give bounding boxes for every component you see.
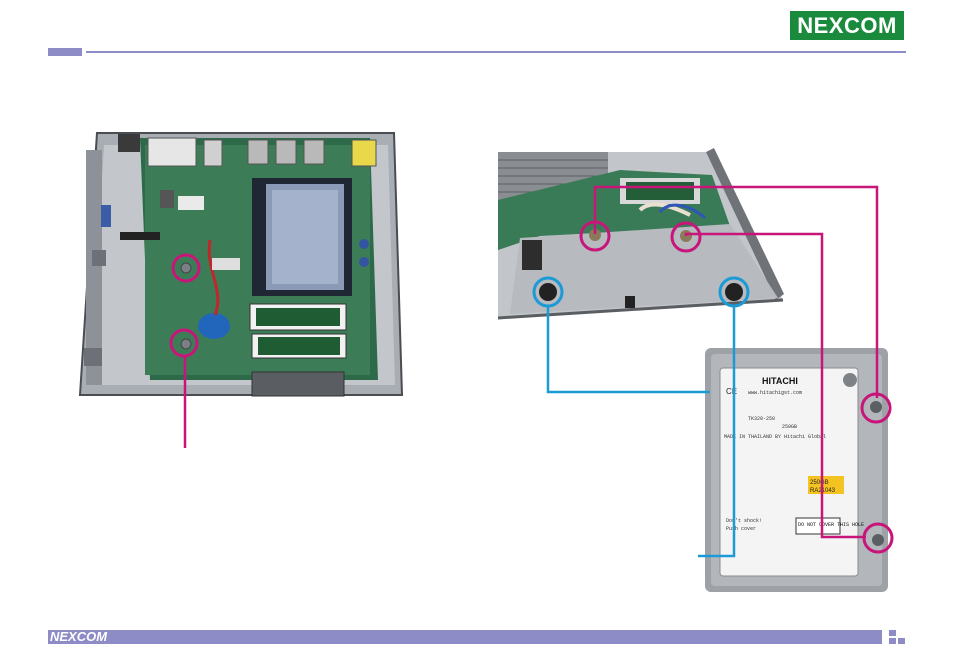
footer-bar [48, 630, 882, 644]
callout-leader-magenta-1 [593, 185, 879, 398]
callout-leader-magenta-2 [684, 232, 866, 539]
chassis-closeup-photo [497, 148, 784, 320]
hdd-hole-callout-2 [862, 522, 894, 554]
post-callout-2 [718, 276, 750, 308]
footer-squares [889, 630, 905, 644]
callout-leader-blue-2 [698, 306, 736, 558]
hard-drive-photo: CE [705, 348, 888, 592]
hdd-made-in: MADE IN THAILAND BY Hitachi Global [724, 434, 826, 440]
hdd-hole-callout-1 [860, 392, 892, 424]
screw-hole-callout-4 [670, 221, 702, 253]
callout-leader-blue-1 [546, 306, 710, 394]
post-callout-1 [532, 276, 564, 308]
hdd-model: TK320-250 [748, 416, 775, 422]
hdd-maker: HITACHI [762, 376, 798, 386]
chassis-photo [78, 132, 404, 397]
hdd-capacity: 250GB [782, 424, 797, 430]
nexcom-logo: NEXCOM [790, 11, 904, 40]
footer-logo: NEXCOM [50, 629, 108, 644]
hdd-warning: DO NOT COVER THIS HOLE [798, 522, 864, 528]
hdd-ce-mark: CE [726, 387, 737, 396]
hdd-push-cover: Push cover [726, 526, 756, 532]
hdd-sticker-capacity: 250GB [810, 480, 829, 486]
header-tab [48, 48, 82, 56]
hdd-site: www.hitachigst.com [748, 390, 802, 396]
screw-hole-callout-1 [171, 253, 201, 283]
screw-hole-callout-3 [579, 220, 611, 252]
header-rule [86, 51, 906, 53]
brand-text: NEXCOM [797, 12, 897, 38]
hdd-dont-shock: Don't shock! [726, 518, 762, 524]
